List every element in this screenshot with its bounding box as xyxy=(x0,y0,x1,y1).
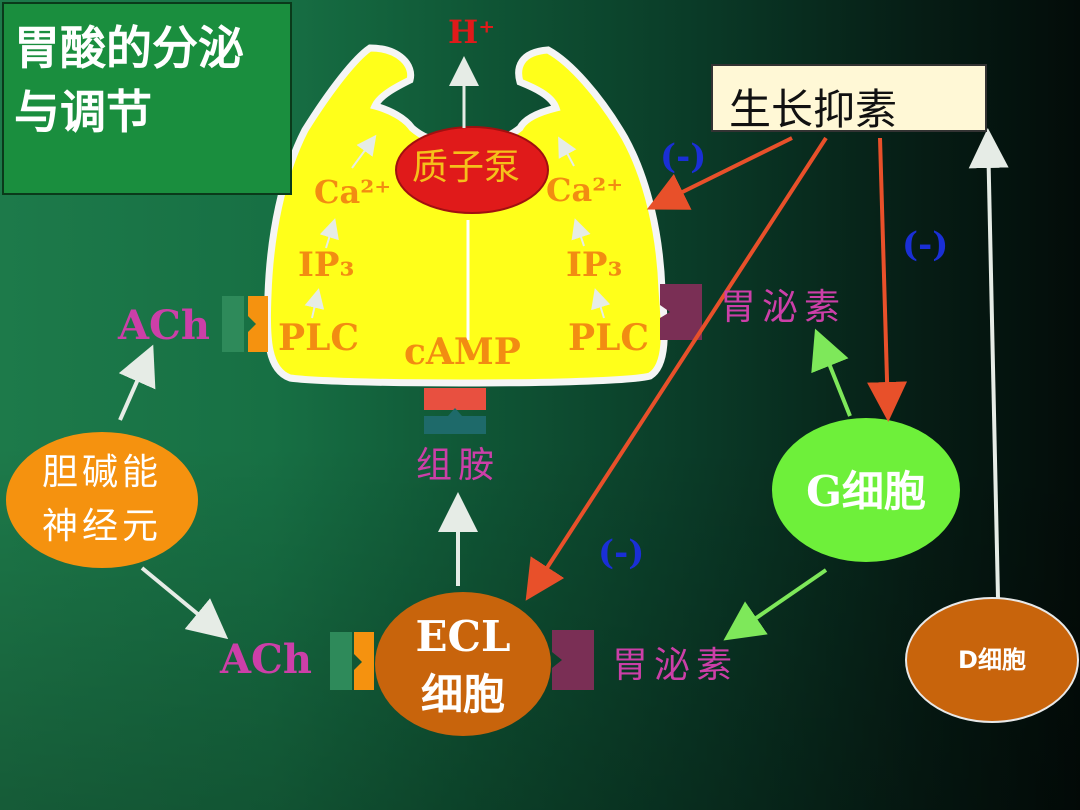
inhibit-label-gcell: (-) xyxy=(902,225,949,265)
arrow-somatostatin-to-ecl xyxy=(525,136,828,601)
arrow-somatostatin-to-parietal xyxy=(646,136,793,210)
inhibit-label-ecl: (-) xyxy=(598,533,645,573)
ecl-cell xyxy=(375,592,551,736)
arrow-ip3-ca-left xyxy=(319,218,339,249)
somatostatin-box: 生长抑素 xyxy=(711,64,987,134)
gastrin-bottom-label: 胃泌素 xyxy=(612,645,739,686)
ip3-left-label: IP₃ xyxy=(298,245,355,285)
arrow-ca-up-right xyxy=(558,136,577,167)
plc-right-label: PLC xyxy=(568,317,650,359)
histamine-receptor-teal xyxy=(424,408,486,434)
ach-bottom-label: ACh xyxy=(220,636,312,683)
proton-pump xyxy=(395,126,549,214)
inhibit-label-parietal: (-) xyxy=(660,137,707,177)
ach-top-label: ACh xyxy=(118,302,210,349)
ca-left-label: Ca²⁺ xyxy=(314,173,392,211)
arrow-gcell-to-gastrin-top xyxy=(811,328,852,417)
hplus-label: H⁺ xyxy=(448,13,496,51)
proton-pump-label: 质子泵 xyxy=(412,147,521,188)
arrow-ip3-ca-right xyxy=(571,218,591,247)
camp-label: cAMP xyxy=(404,331,521,373)
arrow-plc-ip3-right xyxy=(591,288,611,319)
ip3-right-label: IP₃ xyxy=(566,245,623,285)
ach-receptor-top-orange xyxy=(248,296,268,352)
ach-receptor-bottom-green xyxy=(330,632,352,690)
gastrin-receptor-bottom xyxy=(552,630,594,690)
arrow-somatostatin-to-gcell xyxy=(867,137,908,422)
title-box: 胃酸的分泌 与调节 xyxy=(2,2,292,195)
arrow-plc-ip3-left xyxy=(304,288,325,319)
arrow-dcell-to-somatostatin xyxy=(968,128,1009,599)
page-title: 胃酸的分泌 与调节 xyxy=(14,21,244,139)
ca-right-label: Ca²⁺ xyxy=(546,171,624,209)
histamine-label: 组胺 xyxy=(416,445,501,486)
arrow-gcell-to-gastrin-bottom xyxy=(723,568,828,641)
gastrin-receptor-top xyxy=(660,284,702,340)
ecl-cell-label: ECL 细胞 xyxy=(415,612,511,719)
ach-receptor-bottom-orange xyxy=(354,632,374,690)
g-cell xyxy=(772,418,960,562)
d-cell xyxy=(905,597,1079,723)
arrow-neuron-to-ach-bottom xyxy=(140,566,229,640)
g-cell-label: G细胞 xyxy=(806,467,926,516)
plc-left-label: PLC xyxy=(278,317,360,359)
cholinergic-neuron xyxy=(6,432,198,568)
histamine-receptor-red xyxy=(424,388,486,410)
arrow-ca-up-left xyxy=(351,134,377,169)
somatostatin-label: 生长抑素 xyxy=(729,85,898,134)
arrow-neuron-to-ach-top xyxy=(118,344,156,421)
d-cell-label: D细胞 xyxy=(958,646,1026,674)
ach-receptor-top-green xyxy=(222,296,244,352)
gastrin-top-label: 胃泌素 xyxy=(720,287,847,328)
cholinergic-neuron-label: 胆碱能 神经元 xyxy=(41,452,162,547)
